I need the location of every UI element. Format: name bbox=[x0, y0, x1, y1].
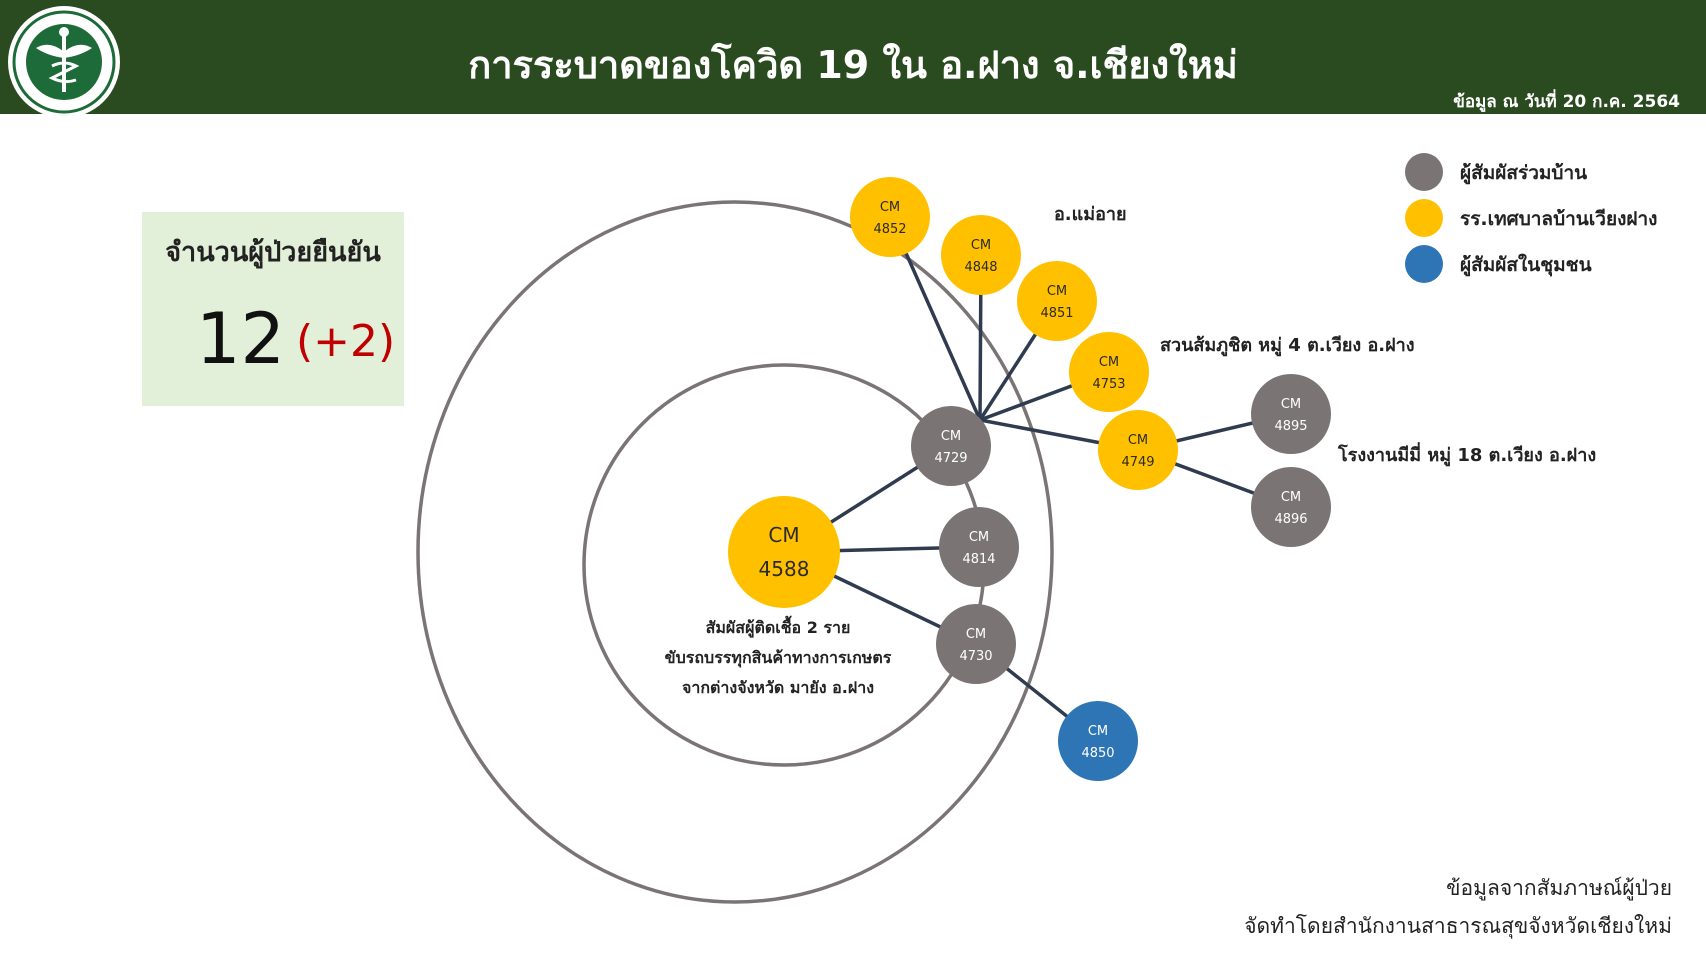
legend-swatch bbox=[1405, 199, 1443, 237]
case-node-circle bbox=[1251, 374, 1331, 454]
case-prefix: CM bbox=[1281, 397, 1301, 412]
case-node-circle bbox=[1069, 332, 1149, 412]
case-node-4729[interactable]: CM 4729 bbox=[911, 406, 991, 486]
case-node-4850[interactable]: CM 4850 bbox=[1058, 701, 1138, 781]
legend-label: ผู้สัมผัสในชุมชน bbox=[1460, 253, 1592, 277]
outer-ring bbox=[416, 200, 1054, 904]
case-prefix: CM bbox=[768, 523, 799, 547]
case-node-4896[interactable]: CM 4896 bbox=[1251, 467, 1331, 547]
case-node-circle bbox=[939, 507, 1019, 587]
legend-swatch bbox=[1405, 245, 1443, 283]
case-prefix: CM bbox=[1088, 724, 1108, 739]
case-prefix: CM bbox=[966, 627, 986, 642]
case-node-circle bbox=[1058, 701, 1138, 781]
case-node-circle bbox=[728, 496, 840, 608]
page-title: การระบาดของโควิด 19 ใน อ.ฝาง จ.เชียงใหม่ bbox=[468, 43, 1238, 87]
case-prefix: CM bbox=[880, 200, 900, 215]
confirmed-cases-change: (+2) bbox=[296, 316, 396, 367]
case-node-circle bbox=[941, 215, 1021, 295]
label-mae-ai: อ.แม่อาย bbox=[1054, 204, 1127, 225]
case-node-4814[interactable]: CM 4814 bbox=[939, 507, 1019, 587]
legend-item-3: ผู้สัมผัสในชุมชน bbox=[1405, 245, 1592, 283]
case-prefix: CM bbox=[971, 238, 991, 253]
case-node-4753[interactable]: CM 4753 bbox=[1069, 332, 1149, 412]
case-prefix: CM bbox=[1047, 284, 1067, 299]
case-node-4730[interactable]: CM 4730 bbox=[936, 604, 1016, 684]
confirmed-cases-label: จำนวนผู้ป่วยยืนยัน bbox=[165, 237, 381, 268]
case-number: 4895 bbox=[1274, 419, 1307, 434]
case-number: 4851 bbox=[1040, 306, 1073, 321]
date-note: ข้อมูล ณ วันที่ 20 ก.ค. 2564 bbox=[1453, 92, 1680, 112]
case-prefix: CM bbox=[969, 530, 989, 545]
header-bar: การระบาดของโควิด 19 ใน อ.ฝาง จ.เชียงใหม่… bbox=[0, 0, 1706, 118]
ministry-logo-icon bbox=[8, 6, 120, 118]
case-node-circle bbox=[936, 604, 1016, 684]
label-source-line-1: สัมผัสผู้ติดเชื้อ 2 ราย bbox=[706, 615, 851, 639]
case-number: 4896 bbox=[1274, 512, 1307, 527]
case-node-4895[interactable]: CM 4895 bbox=[1251, 374, 1331, 454]
case-node-circle bbox=[1017, 261, 1097, 341]
confirmed-cases-count: 12 bbox=[196, 298, 286, 380]
footer-source: ข้อมูลจากสัมภาษณ์ผู้ป่วย bbox=[1446, 876, 1672, 900]
case-number: 4588 bbox=[759, 557, 810, 581]
case-node-4852[interactable]: CM 4852 bbox=[850, 177, 930, 257]
case-number: 4814 bbox=[962, 552, 995, 567]
case-number: 4850 bbox=[1081, 746, 1114, 761]
label-source-line-2: ขับรถบรรทุกสินค้าทางการเกษตร bbox=[665, 648, 892, 668]
legend-item-2: รร.เทศบาลบ้านเวียงฝาง bbox=[1405, 199, 1657, 237]
case-node-4588[interactable]: CM 4588 bbox=[728, 496, 840, 608]
case-prefix: CM bbox=[1128, 433, 1148, 448]
case-number: 4753 bbox=[1092, 377, 1125, 392]
case-node-4851[interactable]: CM 4851 bbox=[1017, 261, 1097, 341]
case-number: 4729 bbox=[934, 451, 967, 466]
legend-label: รร.เทศบาลบ้านเวียงฝาง bbox=[1460, 208, 1657, 230]
confirmed-cases-box: จำนวนผู้ป่วยยืนยัน 12 (+2) bbox=[142, 212, 404, 406]
case-number: 4749 bbox=[1121, 455, 1154, 470]
legend-item-1: ผู้สัมผัสร่วมบ้าน bbox=[1405, 153, 1587, 191]
legend-swatch bbox=[1405, 153, 1443, 191]
case-node-circle bbox=[911, 406, 991, 486]
case-node-circle bbox=[850, 177, 930, 257]
case-number: 4730 bbox=[959, 649, 992, 664]
case-number: 4848 bbox=[964, 260, 997, 275]
case-node-circle bbox=[1098, 410, 1178, 490]
case-node-circle bbox=[1251, 467, 1331, 547]
footer-org: จัดทำโดยสำนักงานสาธารณสุขจังหวัดเชียงใหม… bbox=[1244, 914, 1672, 938]
case-prefix: CM bbox=[1099, 355, 1119, 370]
label-suan-som: สวนส้มภูชิต หมู่ 4 ต.เวียง อ.ฝาง bbox=[1160, 335, 1415, 357]
case-prefix: CM bbox=[941, 429, 961, 444]
label-factory: โรงงานมีมี่ หมู่ 18 ต.เวียง อ.ฝาง bbox=[1337, 442, 1596, 467]
label-source-line-3: จากต่างจังหวัด มายัง อ.ฝาง bbox=[682, 678, 874, 697]
case-number: 4852 bbox=[873, 222, 906, 237]
legend-label: ผู้สัมผัสร่วมบ้าน bbox=[1460, 162, 1587, 185]
case-node-4848[interactable]: CM 4848 bbox=[941, 215, 1021, 295]
case-prefix: CM bbox=[1281, 490, 1301, 505]
case-node-4749[interactable]: CM 4749 bbox=[1098, 410, 1178, 490]
